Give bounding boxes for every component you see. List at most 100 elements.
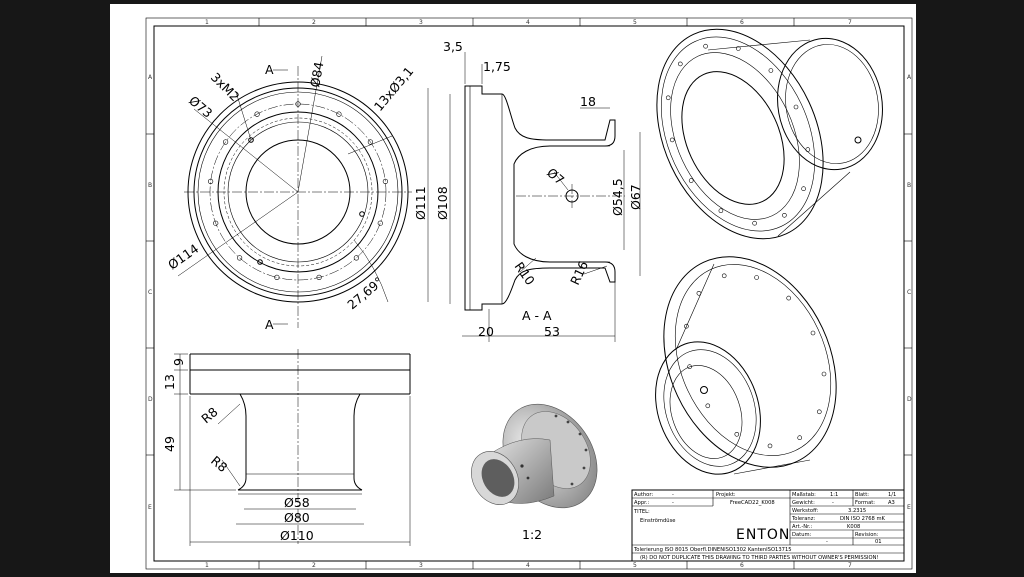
dim-r8-bottom: R8 (208, 453, 230, 475)
bolt-holes-iso-top (665, 43, 811, 226)
dim-h9: 9 (171, 358, 186, 366)
zone-col-5-bottom: 5 (633, 562, 637, 569)
bolt-hole (222, 139, 229, 145)
tb-blatt-value: 1/1 (888, 492, 896, 498)
tb-art-label: Art.-Nr.: (792, 524, 812, 530)
bolt-hole (213, 220, 219, 226)
tb-appr-label: Appr.: (634, 500, 649, 506)
dim-dia-67: Ø67 (628, 184, 643, 210)
dim-18: 18 (580, 94, 596, 109)
bolt-hole (793, 104, 799, 110)
bolt-hole (754, 275, 759, 280)
zone-col-2: 2 (312, 19, 316, 26)
zone-labels: 1 2 3 4 5 6 7 1 2 3 4 5 6 7 A B C D E A … (148, 19, 912, 569)
zone-row-b: B (148, 182, 152, 189)
zone-col-5: 5 (633, 19, 637, 26)
bolt-hole (734, 431, 740, 437)
isometric-view-bottom (655, 256, 837, 475)
bolt-hole (684, 323, 689, 329)
tb-tolerierung: Tolerierung ISO 8015 Oberfl.DINENISO1302… (633, 547, 792, 553)
zone-row-c-right: C (907, 289, 911, 296)
tb-toleranz-value: DIN ISO 2768 mK (840, 516, 886, 522)
dim-20: 20 (478, 324, 494, 339)
bolt-holes-iso-bottom (684, 273, 827, 449)
bolt-hole (768, 68, 774, 73)
bolt-hole (810, 330, 816, 336)
bolt-hole (207, 178, 214, 184)
bolt-hole (316, 274, 322, 281)
zone-col-1: 1 (205, 19, 209, 26)
bolt-holes (207, 101, 389, 281)
zone-row-d: D (148, 396, 153, 403)
dim-dia-114: Ø114 (165, 241, 201, 273)
dim-holes-13: 13xØ3,1 (371, 64, 417, 114)
dim-dia-111: Ø111 (413, 186, 428, 220)
zone-col-2-bottom: 2 (312, 562, 316, 569)
bolt-hole (782, 213, 787, 218)
zone-col-4-bottom: 4 (526, 562, 530, 569)
tb-gewicht-label: Gewicht: (792, 500, 815, 506)
dim-3-5: 3,5 (443, 39, 463, 54)
company-logo: ENTON (736, 527, 790, 543)
zone-row-e: E (148, 504, 152, 511)
dim-r8-top: R8 (198, 404, 220, 426)
bolt-hole (705, 403, 711, 409)
bolt-hole (377, 220, 383, 226)
tb-blatt-label: Blatt: (855, 492, 869, 498)
bolt-hole (801, 186, 806, 191)
tb-format-value: A3 (888, 500, 895, 506)
bolt-hole (336, 111, 342, 117)
isometric-view-top (656, 28, 883, 240)
bolt-hole (718, 208, 724, 213)
tb-werkstoff-value: 3.2315 (848, 508, 866, 514)
bolt-hole (665, 95, 671, 101)
tb-copyright: (R) DO NOT DUPLICATE THIS DRAWING TO THI… (640, 555, 879, 561)
bolt-hole (735, 46, 741, 51)
zone-col-6: 6 (740, 19, 744, 26)
zone-col-4: 4 (526, 19, 530, 26)
tb-titel-label: TITEL: (633, 509, 650, 515)
dim-h49: 49 (162, 436, 177, 452)
dim-dia-58: Ø58 (284, 495, 310, 510)
bolt-hole (254, 111, 260, 117)
bolt-hole (382, 178, 389, 184)
tb-massstab-value: 1:1 (830, 492, 838, 498)
tb-format-label: Format: (855, 500, 875, 506)
section-view: 3,5 1,75 18 Ø7 Ø111 Ø108 Ø54,5 Ø67 R10 R… (413, 39, 643, 342)
bolt-hole (696, 290, 702, 296)
tb-author-label: Author: (634, 492, 653, 498)
bolt-hole (752, 220, 757, 226)
bolt-hole (367, 139, 374, 145)
sheet-frame (145, 17, 913, 570)
dim-dia-54-5: Ø54,5 (610, 178, 625, 216)
zone-col-7: 7 (848, 19, 852, 26)
bolt-hole (767, 443, 773, 449)
bolt-hole (786, 295, 792, 301)
tb-datum-label: Datum: (792, 532, 812, 538)
detail-scale: 1:2 (522, 527, 542, 542)
bolt-hole (805, 147, 811, 152)
title-block: Author: - Appr.: - Projekt: FreeCAD22_K0… (631, 489, 905, 562)
front-view: A A 3xM2 Ø84 13xØ3,1 Ø73 Ø114 27,69° (165, 55, 417, 332)
tb-art-value: K008 (847, 524, 860, 530)
tb-toleranz-label: Toleranz: (791, 516, 815, 522)
bolt-hole (797, 435, 803, 441)
bolt-hole (669, 137, 675, 143)
bolt-hole (687, 364, 692, 370)
tb-titel-value: Einströmdüse (640, 518, 675, 524)
tb-werkstoff-label: Werkstoff: (792, 508, 819, 514)
bolt-hole (274, 274, 280, 281)
bolt-hole (721, 273, 727, 279)
bolt-hole (237, 255, 243, 261)
bolt-hole (816, 409, 822, 415)
drawing-sheet: 1 2 3 4 5 6 7 1 2 3 4 5 6 7 A B C D E A … (110, 4, 916, 573)
bolt-hole (677, 61, 683, 67)
zone-col-6-bottom: 6 (740, 562, 744, 569)
dim-1-75: 1,75 (483, 59, 511, 74)
dim-h13: 13 (162, 374, 177, 390)
zone-row-d-right: D (907, 396, 912, 403)
zone-col-1-bottom: 1 (205, 562, 209, 569)
tb-appr-value: - (672, 500, 674, 506)
dim-dia-73: Ø73 (186, 93, 215, 121)
